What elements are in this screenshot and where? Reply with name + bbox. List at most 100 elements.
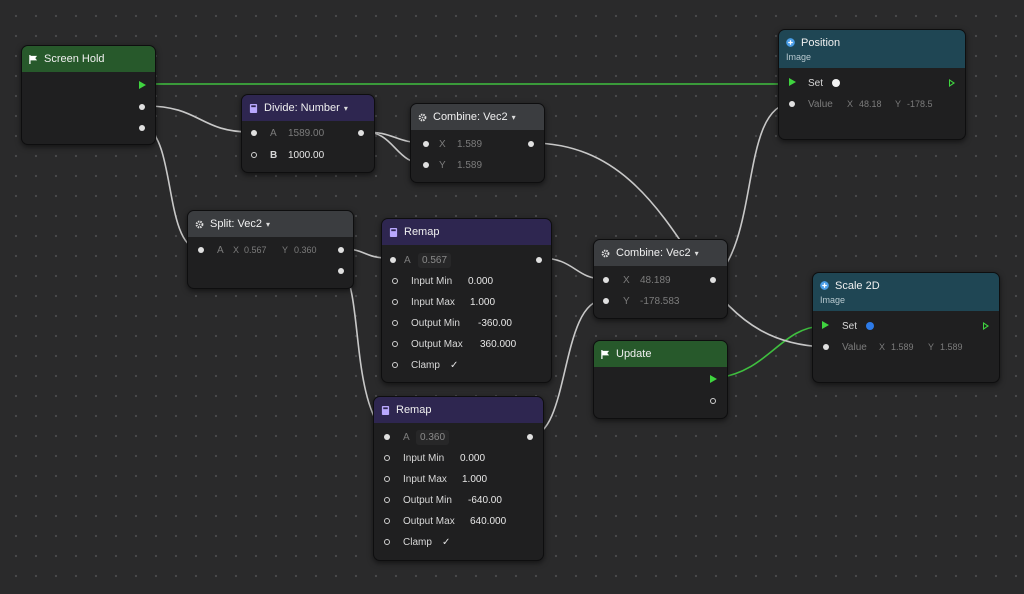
input-min-field[interactable]: 0.000 bbox=[460, 452, 486, 464]
a-value: 1589.00 bbox=[288, 127, 325, 139]
clamp-checkbox[interactable]: ✓ bbox=[450, 359, 459, 371]
output-max-field[interactable]: 360.000 bbox=[480, 338, 517, 350]
data-output-port[interactable] bbox=[536, 257, 542, 263]
y-label: Y bbox=[623, 295, 630, 307]
combine-header[interactable]: Combine: Vec2▾ bbox=[594, 240, 727, 266]
data-output-port[interactable] bbox=[710, 398, 716, 404]
exec-output-port[interactable] bbox=[949, 79, 955, 87]
data-input-port[interactable] bbox=[392, 278, 398, 284]
y-value: -178.5 bbox=[907, 99, 933, 109]
value-label: Value bbox=[842, 341, 867, 353]
component-icon bbox=[820, 281, 829, 290]
data-output-port[interactable] bbox=[338, 247, 344, 253]
data-input-port[interactable] bbox=[384, 539, 390, 545]
split-header[interactable]: Split: Vec2▾ bbox=[188, 211, 353, 237]
input-max-field[interactable]: 1.000 bbox=[470, 296, 496, 308]
exec-input-port[interactable] bbox=[789, 78, 796, 86]
calculator-icon bbox=[381, 405, 390, 415]
exec-wire bbox=[717, 325, 823, 379]
data-input-port[interactable] bbox=[384, 497, 390, 503]
combine-vec2-node[interactable]: Combine: Vec2▾ X 1.589 Y 1.589 bbox=[410, 103, 545, 183]
update-header[interactable]: Update bbox=[594, 341, 727, 367]
data-output-port[interactable] bbox=[139, 104, 145, 110]
data-input-port[interactable] bbox=[390, 257, 396, 263]
data-input-port[interactable] bbox=[384, 518, 390, 524]
data-output-port[interactable] bbox=[527, 434, 533, 440]
scale-2d-node[interactable]: Scale 2D Image Set Value X 1.589 Y 1.589 bbox=[812, 272, 1000, 383]
clamp-label: Clamp bbox=[411, 359, 440, 371]
data-output-port[interactable] bbox=[710, 277, 716, 283]
data-output-port[interactable] bbox=[528, 141, 534, 147]
x-label: X bbox=[879, 342, 886, 352]
clamp-checkbox[interactable]: ✓ bbox=[442, 536, 451, 548]
caret-down-icon[interactable]: ▾ bbox=[694, 248, 699, 258]
node-subtitle: Image bbox=[820, 294, 846, 305]
divide-header[interactable]: Divide: Number▾ bbox=[242, 95, 374, 121]
node-title: Divide: Number bbox=[264, 102, 340, 114]
caret-down-icon[interactable]: ▾ bbox=[265, 219, 270, 229]
scale-header[interactable]: Scale 2D Image bbox=[813, 273, 999, 311]
data-output-port[interactable] bbox=[358, 130, 364, 136]
data-input-port[interactable] bbox=[603, 277, 609, 283]
remap-header[interactable]: Remap bbox=[382, 219, 551, 245]
position-node[interactable]: Position Image Set Value X 48.18 Y -178.… bbox=[778, 29, 966, 140]
data-input-port[interactable] bbox=[392, 299, 398, 305]
data-input-port[interactable] bbox=[251, 130, 257, 136]
data-input-port[interactable] bbox=[789, 101, 795, 107]
output-min-field[interactable]: -360.00 bbox=[478, 317, 512, 329]
output-min-field[interactable]: -640.00 bbox=[468, 494, 502, 506]
input-min-field[interactable]: 0.000 bbox=[468, 275, 494, 287]
divide-node[interactable]: Divide: Number▾ A 1589.00 B 1000.00 bbox=[241, 94, 375, 173]
update-node[interactable]: Update bbox=[593, 340, 728, 419]
combine-header[interactable]: Combine: Vec2▾ bbox=[411, 104, 544, 130]
data-input-port[interactable] bbox=[423, 162, 429, 168]
screen-hold-header[interactable]: Screen Hold bbox=[22, 46, 155, 72]
exec-output-port[interactable] bbox=[983, 322, 989, 330]
gear-icon bbox=[195, 220, 204, 228]
exec-input-port[interactable] bbox=[822, 321, 829, 329]
input-max-field[interactable]: 1.000 bbox=[462, 473, 488, 485]
data-input-port[interactable] bbox=[392, 320, 398, 326]
data-input-port[interactable] bbox=[392, 341, 398, 347]
y-label: Y bbox=[895, 99, 902, 109]
data-input-port[interactable] bbox=[823, 344, 829, 350]
split-vec2-node[interactable]: Split: Vec2▾ A X 0.567 Y 0.360 bbox=[187, 210, 354, 289]
clamp-label: Clamp bbox=[403, 536, 432, 548]
remap-header[interactable]: Remap bbox=[374, 397, 543, 423]
data-input-port[interactable] bbox=[392, 362, 398, 368]
gear-icon bbox=[601, 249, 610, 257]
output-max-field[interactable]: 640.000 bbox=[470, 515, 507, 527]
data-output-port[interactable] bbox=[139, 125, 145, 131]
y-label: Y bbox=[928, 342, 935, 352]
exec-output-port[interactable] bbox=[710, 375, 717, 383]
b-label: B bbox=[270, 149, 278, 161]
data-input-port[interactable] bbox=[251, 152, 257, 158]
screen-hold-node[interactable]: Screen Hold bbox=[21, 45, 156, 145]
remap-node[interactable]: Remap A 0.567 Input Min 0.000 Input Max … bbox=[381, 218, 552, 383]
output-max-label: Output Max bbox=[411, 338, 463, 350]
data-output-port[interactable] bbox=[338, 268, 344, 274]
data-input-port[interactable] bbox=[384, 455, 390, 461]
x-value: 1.589 bbox=[457, 138, 483, 150]
data-input-port[interactable] bbox=[603, 298, 609, 304]
output-min-label: Output Min bbox=[403, 494, 452, 506]
data-input-port[interactable] bbox=[384, 476, 390, 482]
a-label: A bbox=[270, 127, 277, 139]
y-value: 1.589 bbox=[940, 342, 963, 352]
a-label: A bbox=[404, 254, 411, 266]
b-value-field[interactable]: 1000.00 bbox=[288, 149, 325, 161]
set-label: Set bbox=[842, 320, 858, 332]
component-icon bbox=[786, 38, 795, 47]
caret-down-icon[interactable]: ▾ bbox=[511, 112, 516, 122]
input-max-label: Input Max bbox=[403, 473, 447, 485]
data-input-port[interactable] bbox=[198, 247, 204, 253]
caret-down-icon[interactable]: ▾ bbox=[343, 103, 348, 113]
node-title: Update bbox=[616, 348, 652, 360]
position-header[interactable]: Position Image bbox=[779, 30, 965, 68]
data-input-port[interactable] bbox=[423, 141, 429, 147]
exec-output-port[interactable] bbox=[139, 81, 146, 89]
combine-vec2-node[interactable]: Combine: Vec2▾ X 48.189 Y -178.583 bbox=[593, 239, 728, 319]
data-input-port[interactable] bbox=[384, 434, 390, 440]
x-label: X bbox=[623, 274, 630, 286]
remap-node[interactable]: Remap A 0.360 Input Min 0.000 Input Max … bbox=[373, 396, 544, 561]
